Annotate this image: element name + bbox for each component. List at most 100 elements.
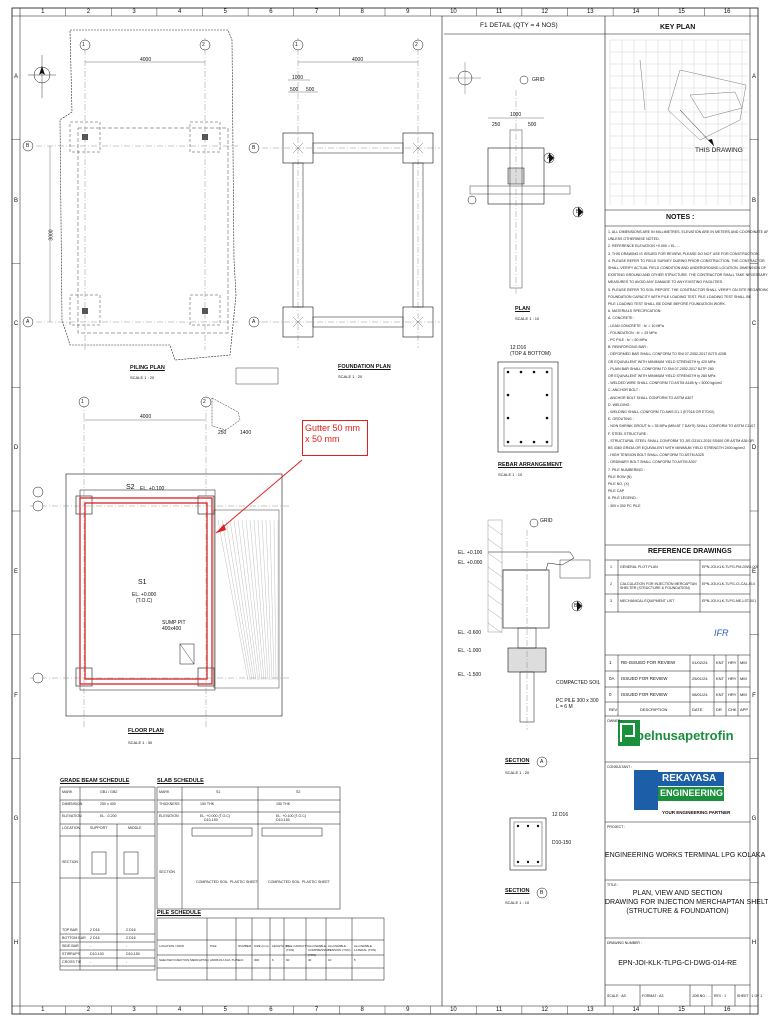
grade-beam-bar-support: - xyxy=(90,944,92,948)
reference-description: CALCULATION FOR INJECTION MERCAPTAN SHEL… xyxy=(620,582,697,591)
reference-number: 1 xyxy=(610,565,612,569)
floor-dim-top: 4000 xyxy=(140,414,152,420)
pile-header: LENGTH (M) xyxy=(272,944,290,948)
grade-beam-bar-support: D10-100 xyxy=(90,952,104,956)
revision-description: ISSUED FOR REVIEW xyxy=(621,692,668,697)
row-letter: G xyxy=(751,816,757,823)
rebar-arrangement xyxy=(497,361,559,453)
column-number: 16 xyxy=(723,9,731,15)
pile-cell: 300 xyxy=(254,958,260,962)
revision-date: 08/01/24 xyxy=(692,692,708,697)
floor-dim-right: 1400 xyxy=(240,430,252,436)
pile-cell: 10 xyxy=(328,958,332,962)
note-line: - ANCHOR BOLT SHALL CONFORM TO ASTM A307 xyxy=(608,395,694,400)
pile-header: PILE CAPACITY (TON) xyxy=(286,944,309,953)
revision-number: 1 xyxy=(609,660,612,665)
section-b-scale: SCALE 1 : 10 xyxy=(505,900,530,905)
title-bottom-cell: FORMAT : A3 xyxy=(642,994,664,998)
section-a xyxy=(487,518,591,768)
f1-grid-label: GRID xyxy=(532,77,545,83)
floor-plan xyxy=(30,396,303,728)
reference-drawing-number: EPN-JOI-KLK-TLPG-CI-CAL-014 xyxy=(702,582,755,586)
note-line: 4. PLEASE REFER TO FIELD SURVEY DURING P… xyxy=(608,258,765,263)
grade-beam-section-label: SECTION xyxy=(62,860,78,864)
column-number: 15 xyxy=(678,9,685,15)
note-line: MEASURES TO AVOID ANY DAMAGE TO ANY EXIS… xyxy=(608,280,724,285)
note-line: PILE LOADING TEST SHALL BE DONE BEFORE F… xyxy=(608,302,726,306)
pile-schedule-title: PILE SCHEDULE xyxy=(157,910,202,916)
slab-s1-label: S1 xyxy=(138,579,147,586)
rebar-title: REBAR ARRANGEMENT xyxy=(498,462,563,468)
gutter-callout: Gutter 50 mm x 50 mm xyxy=(302,420,368,456)
revision-description: RE-ISSUED FOR REVIEW xyxy=(621,660,676,665)
column-number: 7 xyxy=(314,1007,319,1013)
column-number: 14 xyxy=(632,1007,640,1013)
reference-drawing-number: EPN-JOI-KLK-TLPG-PM-DWG-005 xyxy=(702,565,759,569)
f1-detail-title: F1 DETAIL (QTY = 4 NOS) xyxy=(480,22,558,29)
section-a-el5: EL. -1.500 xyxy=(458,672,482,678)
column-number: 6 xyxy=(269,9,273,15)
row-letter: C xyxy=(751,321,757,328)
schedule-tables xyxy=(59,786,385,981)
note-line: D. WELDING : xyxy=(608,402,632,407)
section-b-title: SECTION xyxy=(505,888,530,894)
section-a-el1: EL. +0.100 xyxy=(458,550,483,556)
pile-cell: 5 xyxy=(354,958,356,962)
note-line: 3. THIS DRAWING IS ISSUED FOR REVIEW, PL… xyxy=(608,251,760,256)
row-letter: A xyxy=(751,73,756,80)
grade-beam-row-label: DIMENSION xyxy=(62,802,83,806)
note-line: 7. PILE NUMBERING : xyxy=(608,467,645,472)
note-line: - DEFORMED BAR SHALL CONFORM TO SNI 07-2… xyxy=(608,352,727,357)
revision-date: 25/01/24 xyxy=(692,676,708,681)
pile-cell: SHELTER INJECTION MERCAPTAN xyxy=(159,958,209,962)
slab-plastic-sheet: PLASTIC SHEET xyxy=(302,880,330,884)
grade-beam-bar-label: TOP BAR xyxy=(62,928,78,932)
column-number: 10 xyxy=(450,1007,457,1013)
f1-detail xyxy=(444,33,605,295)
grade-beam-bar-label: CROSS TIE xyxy=(62,960,82,964)
f1-dim-250: 250 xyxy=(492,122,501,128)
foundation-dim-top: 4000 xyxy=(352,57,364,63)
column-number: 6 xyxy=(269,1007,273,1013)
column-number: 12 xyxy=(541,1007,549,1013)
column-number: 9 xyxy=(406,1007,410,1013)
slab-header: S2 xyxy=(296,790,301,794)
grid-label-b: B xyxy=(26,143,30,149)
note-line: - WELDED WIRE SHALL CONFORM TO ASTM A185… xyxy=(608,381,723,386)
slab-s1-toc: (T.O.C) xyxy=(136,598,153,604)
section-a-grid: GRID xyxy=(540,518,553,524)
reference-title: REFERENCE DRAWINGS xyxy=(648,548,732,555)
slab-rebar-s1: D10-150 xyxy=(204,818,218,822)
floor-dim-r2: 250 xyxy=(218,430,227,436)
title-label: TITLE : xyxy=(607,883,619,887)
pile-header: ALLOWABLE LATERAL (TON) xyxy=(354,944,377,953)
floor-plan-scale: SCALE 1 : 30 xyxy=(128,740,153,745)
foundation-plan xyxy=(248,38,440,348)
section-a-el2: EL. +0.000 xyxy=(458,560,483,566)
revision-number: 0A xyxy=(609,676,615,681)
grade-beam-row-label: MARK xyxy=(62,790,73,794)
row-letter: D xyxy=(751,445,757,452)
row-letter: F xyxy=(14,692,18,699)
revision-approved: MM xyxy=(740,660,747,665)
revision-checked: HRY xyxy=(728,692,737,697)
pile-cell: 4 xyxy=(238,958,240,962)
note-line: C. ANCHOR BOLT : xyxy=(608,388,641,393)
pile-cell: 60 xyxy=(286,958,290,962)
f1-section-a-mark: A xyxy=(547,155,551,161)
note-line: 6. MATERIALS SPECIFICATION: xyxy=(608,309,662,314)
slab-plastic-sheet: PLASTIC SHEET xyxy=(230,880,258,884)
note-line: - NON SHRINK GROUT fc = 35 MPa (MIN AT 7… xyxy=(608,424,756,429)
revision-date: 01/02/24 xyxy=(692,660,708,665)
reference-drawing-number: EPN-JOI-KLK-TLPG-ME-LST-001 xyxy=(702,599,757,603)
note-line: OR EQUIVALENT WITH MINIMUM YIELD STRENGT… xyxy=(608,359,716,364)
grade-beam-bar-middle: D10-150 xyxy=(126,952,140,956)
piling-plan-scale: SCALE 1 : 20 xyxy=(130,375,155,380)
note-line: E. GROUTING : xyxy=(608,417,634,422)
f1-section-b-mark: B xyxy=(576,209,580,215)
slab-row-value: EL. +0.100 (T.O.C) xyxy=(276,814,307,818)
title-line-1: PLAN, VIEW AND SECTION xyxy=(632,890,723,897)
column-number: 11 xyxy=(495,9,503,15)
slab-rebar-s2: D10-150 xyxy=(276,818,290,822)
section-a-el3: EL. -0.600 xyxy=(458,630,482,636)
